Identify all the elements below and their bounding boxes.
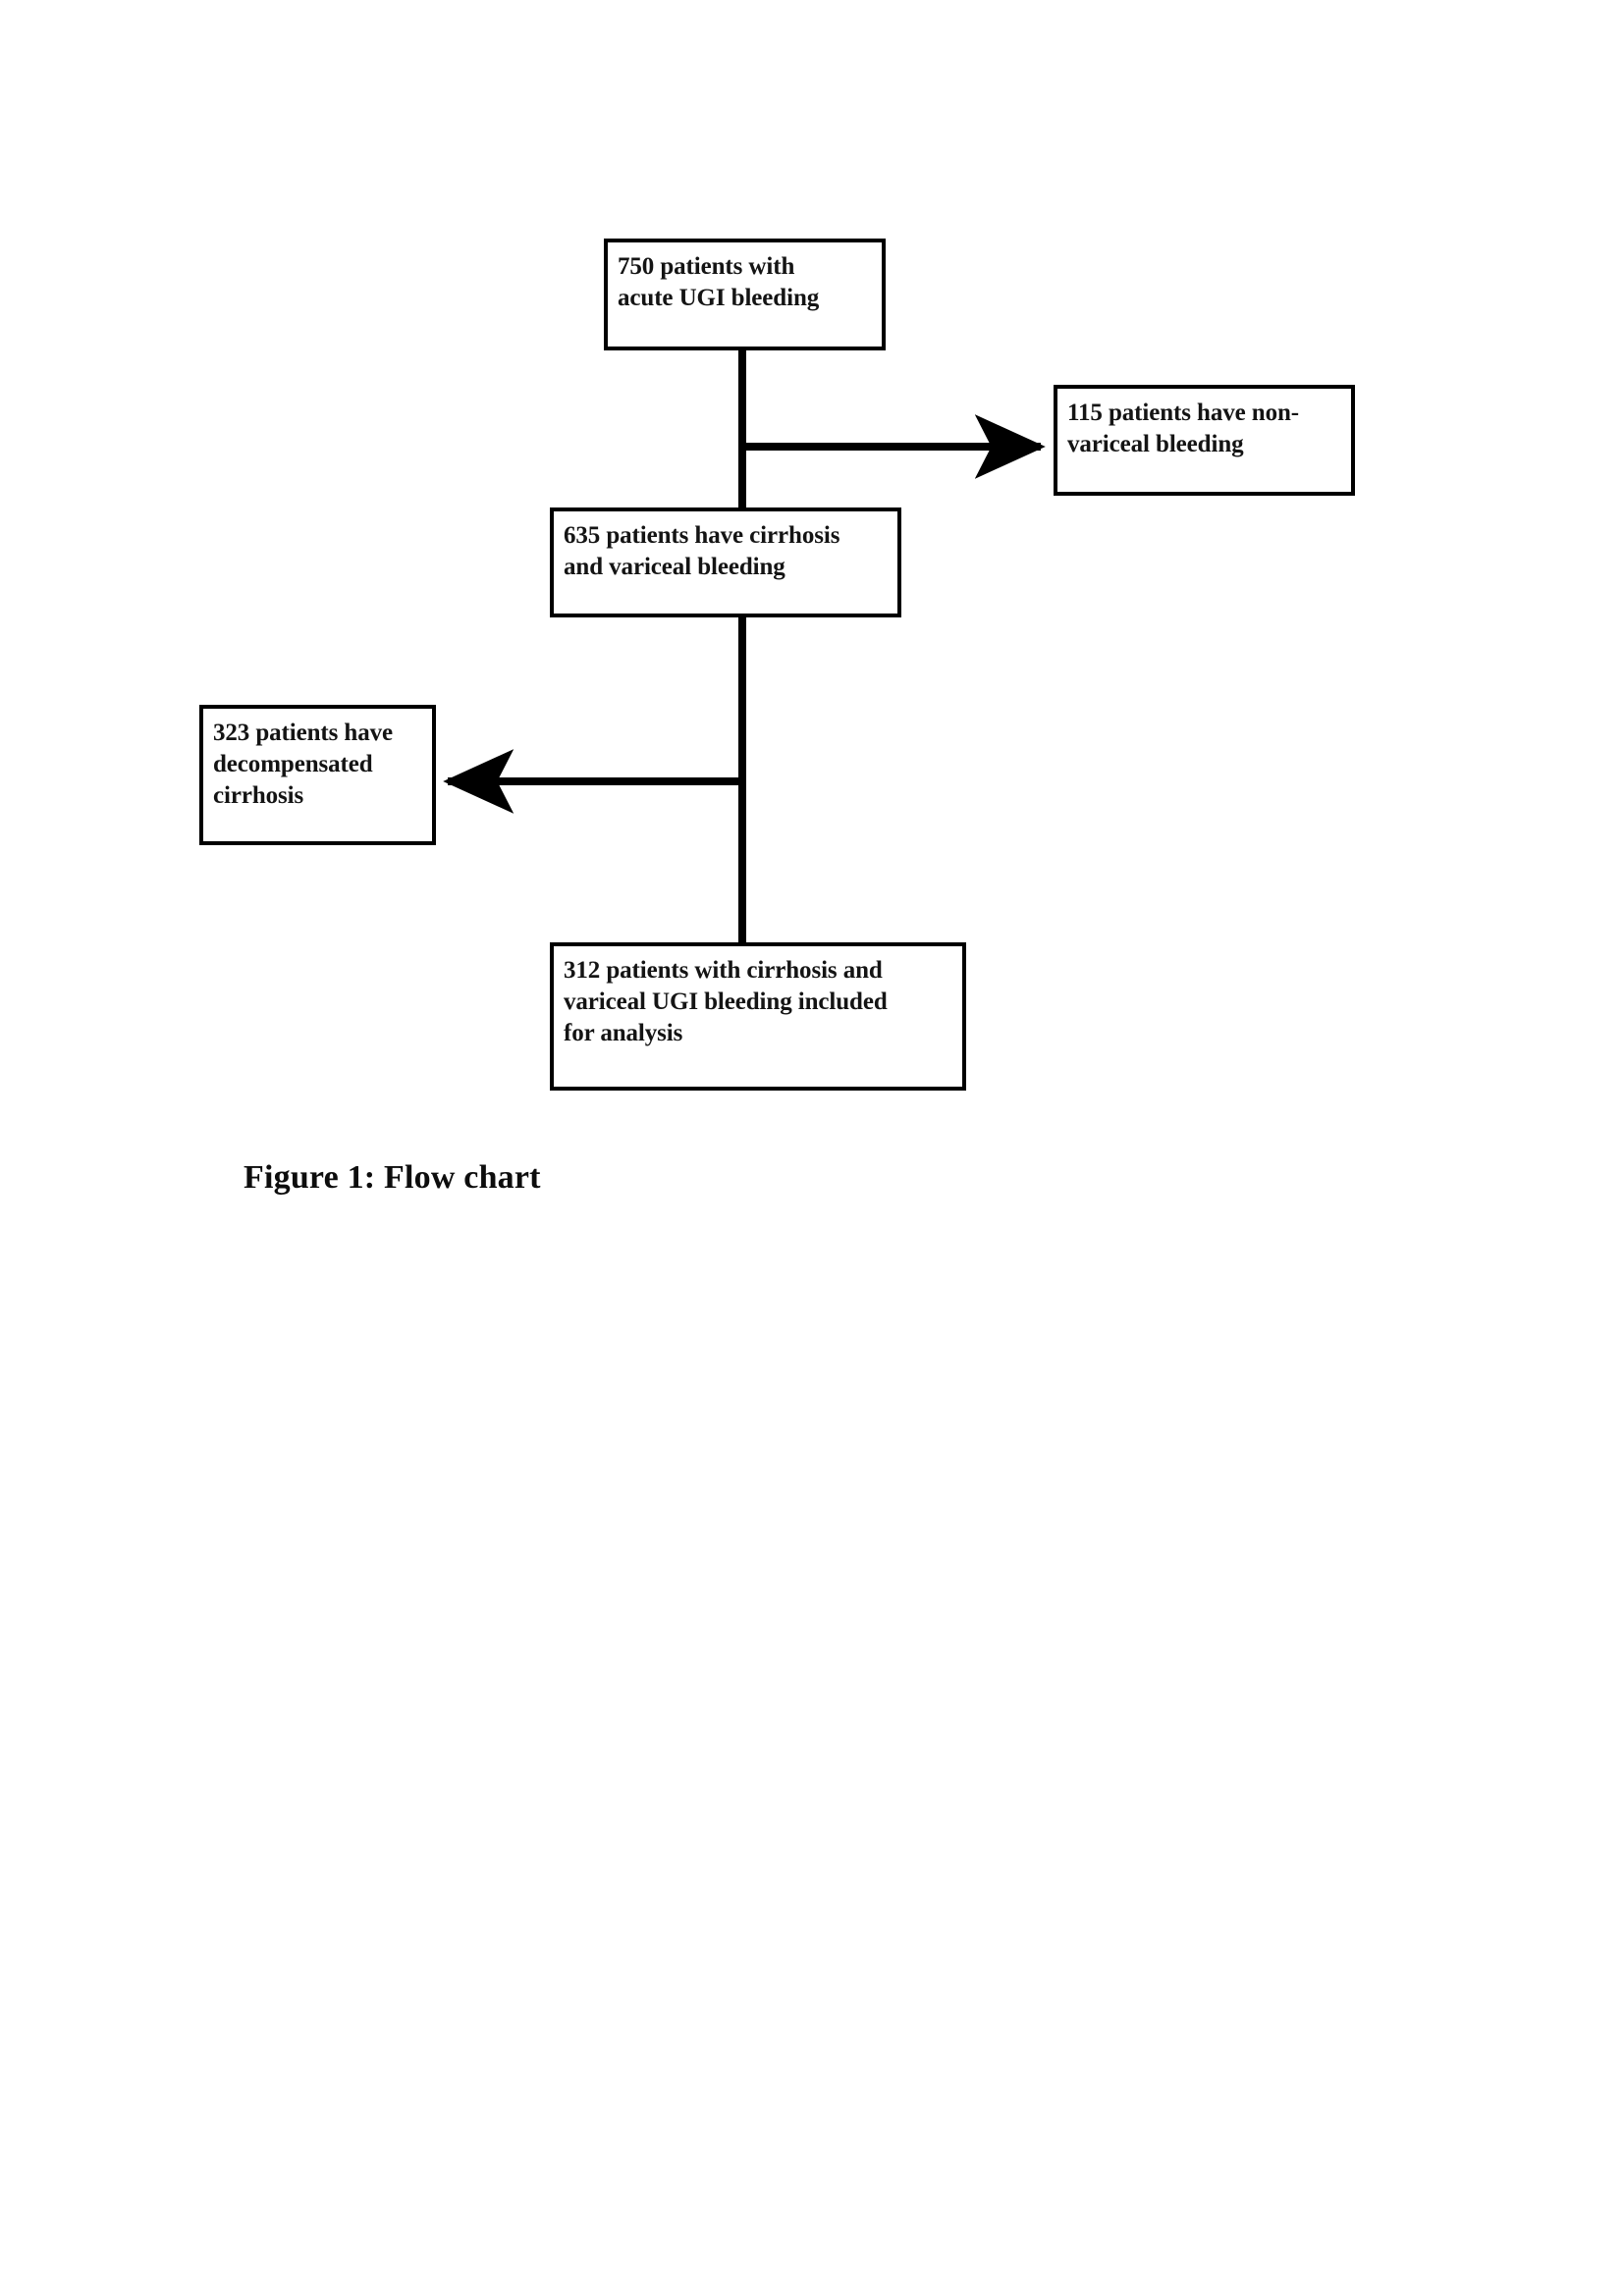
flow-node-nonvariceal-excluded-label: 115 patients have non- variceal bleeding [1067, 400, 1300, 457]
flow-node-included-for-analysis-label: 312 patients with cirrhosis and variceal… [564, 957, 888, 1046]
flow-node-total-patients: 750 patients with acute UGI bleeding [604, 239, 886, 350]
figure-caption: Figure 1: Flow chart [244, 1159, 541, 1196]
flow-node-nonvariceal-excluded: 115 patients have non- variceal bleeding [1054, 385, 1355, 496]
flow-node-included-for-analysis: 312 patients with cirrhosis and variceal… [550, 942, 966, 1091]
flow-node-cirrhosis-variceal: 635 patients have cirrhosis and variceal… [550, 507, 901, 617]
flow-node-total-patients-label: 750 patients with acute UGI bleeding [618, 253, 820, 311]
flow-node-decompensated-excluded: 323 patients have decompensated cirrhosi… [199, 705, 436, 845]
flow-node-decompensated-excluded-label: 323 patients have decompensated cirrhosi… [213, 720, 394, 809]
flow-node-cirrhosis-variceal-label: 635 patients have cirrhosis and variceal… [564, 522, 840, 580]
